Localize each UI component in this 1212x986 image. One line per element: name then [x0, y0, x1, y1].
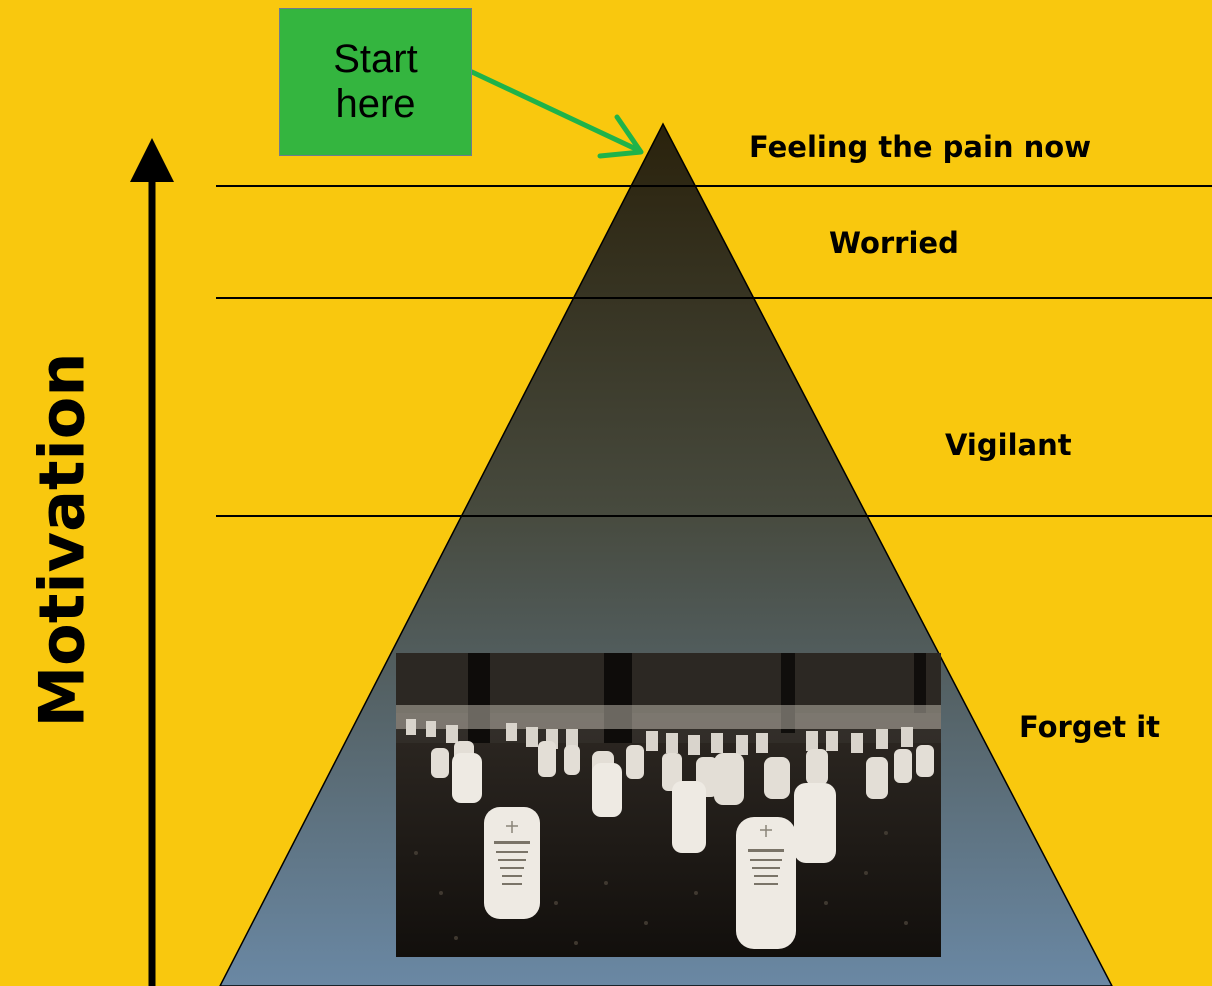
- level-label-forget-it: Forget it: [1019, 710, 1161, 744]
- level-label-vigilant: Vigilant: [945, 428, 1072, 462]
- cemetery-photo-illustration: [396, 653, 941, 957]
- start-box: Start here: [279, 8, 472, 156]
- level-label-worried: Worried: [829, 226, 959, 260]
- motivation-arrow: [130, 138, 174, 986]
- cemetery-photo: [396, 653, 941, 957]
- start-pointer-arrow: [469, 69, 644, 159]
- axis-title: Motivation: [25, 352, 99, 728]
- level-label-feeling-pain: Feeling the pain now: [749, 130, 1091, 164]
- start-box-label: Start here: [333, 37, 418, 126]
